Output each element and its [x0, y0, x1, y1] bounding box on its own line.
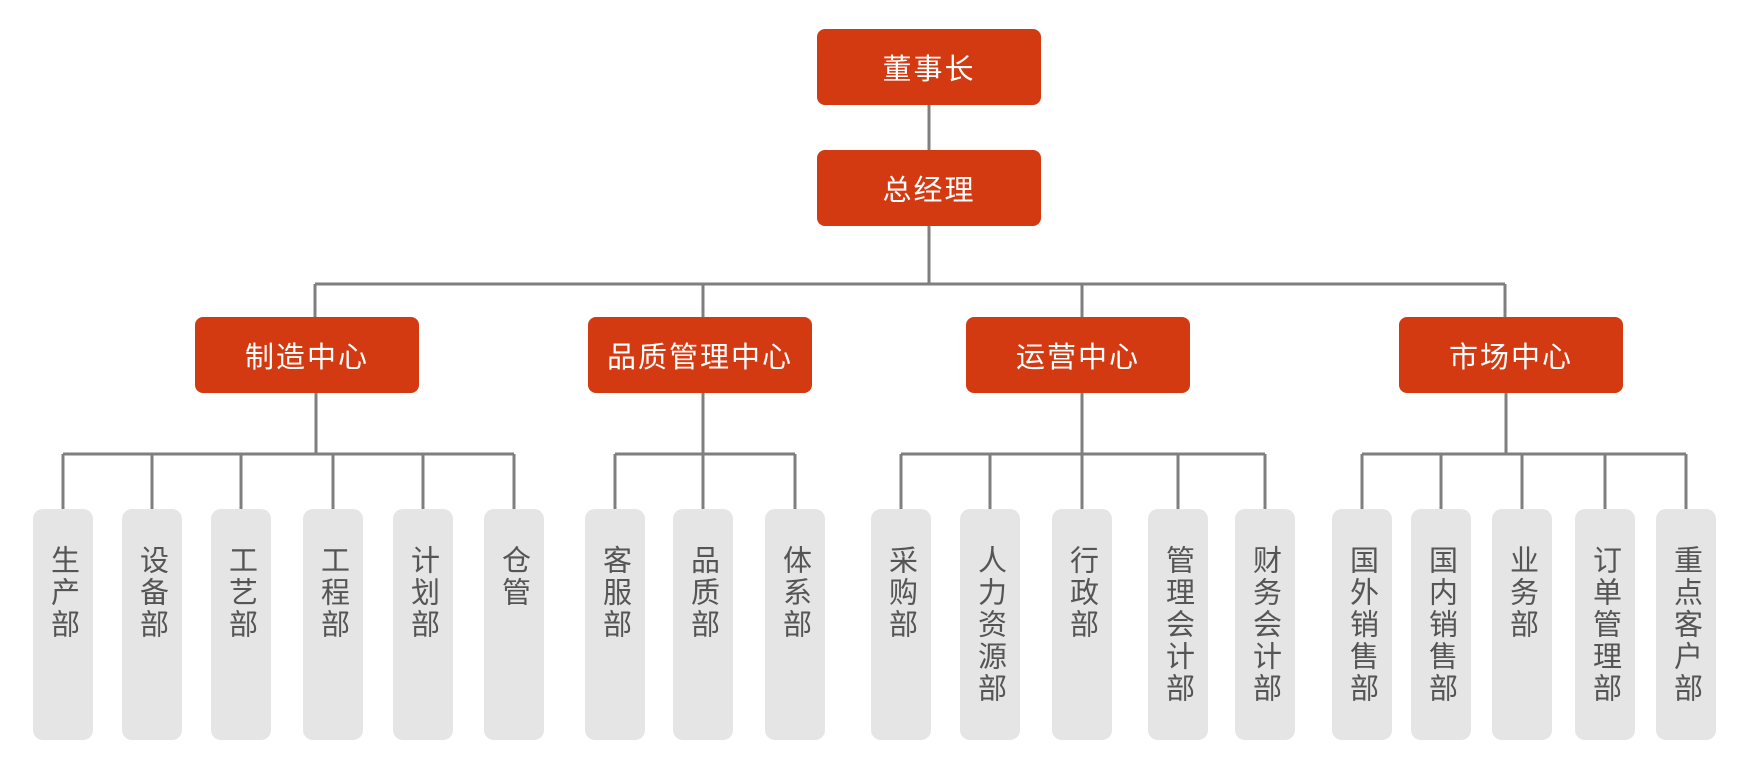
- dept-label: 工程部: [316, 545, 351, 641]
- dept-box: 采购部: [871, 509, 931, 740]
- dept-label: 管理会计部: [1161, 545, 1196, 705]
- dept-label: 品质部: [686, 545, 721, 641]
- dept-label: 生产部: [46, 545, 81, 641]
- dept-label: 计划部: [406, 545, 441, 641]
- center-box-marketing: 市场中心: [1399, 317, 1623, 393]
- dept-box: 客服部: [585, 509, 645, 740]
- general-manager-box: 总经理: [817, 150, 1041, 226]
- dept-box: 管理会计部: [1148, 509, 1208, 740]
- dept-label: 人力资源部: [973, 545, 1008, 705]
- dept-box: 计划部: [393, 509, 453, 740]
- dept-box: 国内销售部: [1411, 509, 1471, 740]
- center-box-operations: 运营中心: [966, 317, 1190, 393]
- chairman-box: 董事长: [817, 29, 1041, 105]
- dept-box: 生产部: [33, 509, 93, 740]
- dept-box: 人力资源部: [960, 509, 1020, 740]
- chairman-label: 董事长: [882, 52, 976, 86]
- dept-label: 国内销售部: [1424, 545, 1459, 705]
- dept-label: 仓管: [497, 545, 532, 609]
- dept-box: 设备部: [122, 509, 182, 740]
- center-box-quality: 品质管理中心: [588, 317, 812, 393]
- dept-box: 体系部: [765, 509, 825, 740]
- center-label: 运营中心: [1015, 340, 1140, 374]
- dept-box: 行政部: [1052, 509, 1112, 740]
- dept-label: 工艺部: [224, 545, 259, 641]
- general-manager-label: 总经理: [882, 173, 976, 207]
- dept-label: 客服部: [598, 545, 633, 641]
- center-label: 制造中心: [244, 340, 369, 374]
- dept-label: 采购部: [884, 545, 919, 641]
- dept-box: 仓管: [484, 509, 544, 740]
- dept-box: 财务会计部: [1235, 509, 1295, 740]
- dept-label: 财务会计部: [1248, 545, 1283, 705]
- dept-label: 行政部: [1065, 545, 1100, 641]
- dept-label: 订单管理部: [1588, 545, 1623, 705]
- dept-box: 工艺部: [211, 509, 271, 740]
- dept-box: 国外销售部: [1332, 509, 1392, 740]
- dept-label: 体系部: [778, 545, 813, 641]
- center-label: 市场中心: [1448, 340, 1573, 374]
- dept-label: 业务部: [1505, 545, 1540, 641]
- dept-box: 品质部: [673, 509, 733, 740]
- dept-label: 国外销售部: [1345, 545, 1380, 705]
- center-label: 品质管理中心: [606, 340, 793, 374]
- dept-box: 业务部: [1492, 509, 1552, 740]
- dept-box: 重点客户部: [1656, 509, 1716, 740]
- dept-box: 工程部: [303, 509, 363, 740]
- dept-label: 设备部: [135, 545, 170, 641]
- dept-box: 订单管理部: [1575, 509, 1635, 740]
- dept-label: 重点客户部: [1669, 545, 1704, 705]
- center-box-manufacturing: 制造中心: [195, 317, 419, 393]
